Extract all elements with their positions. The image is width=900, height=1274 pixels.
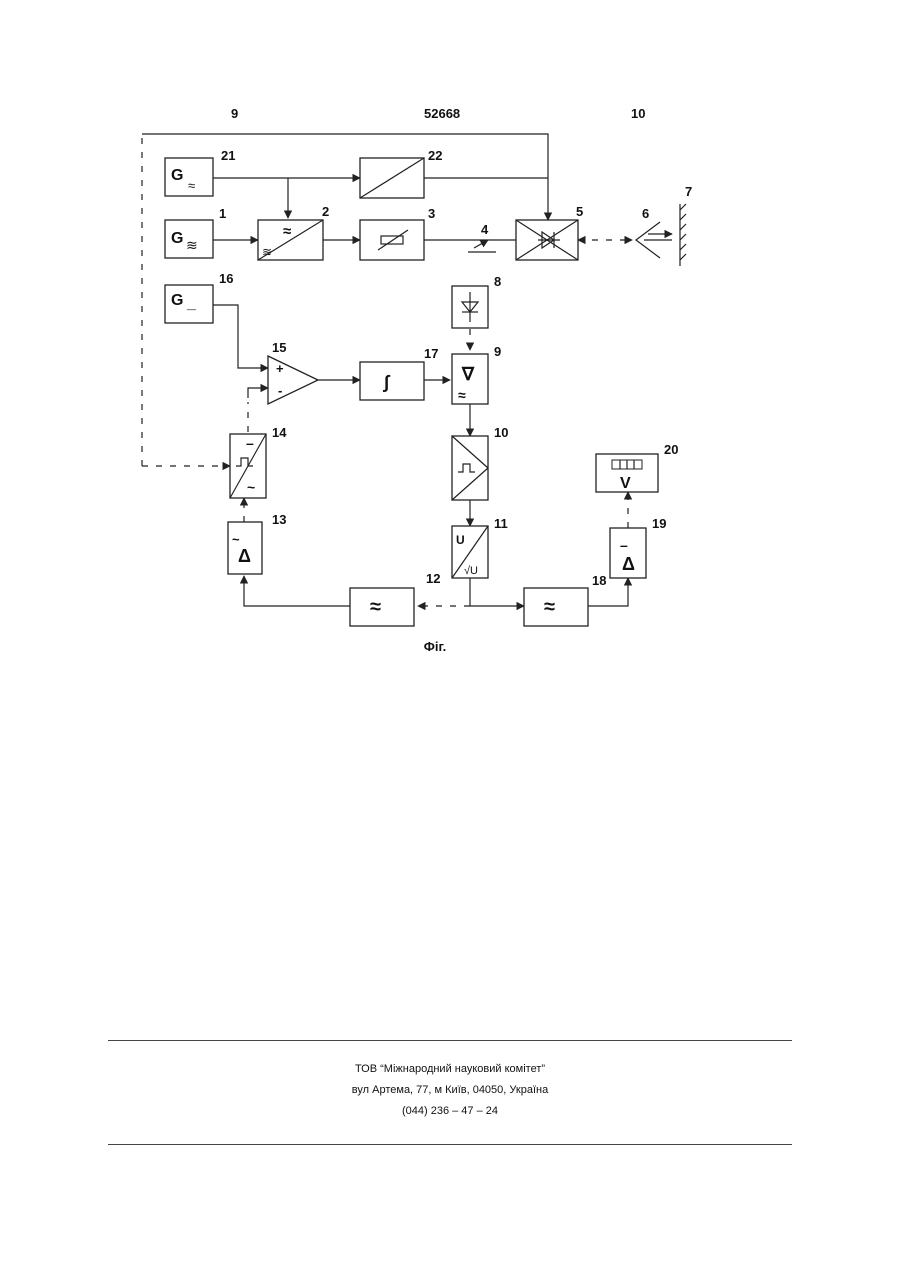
block-13-symbol-delta: Δ: [238, 546, 251, 566]
label-5: 5: [576, 204, 583, 219]
block-1-generator: G ≋: [165, 220, 213, 258]
block-14-symbol-dash: –: [246, 435, 254, 451]
label-8: 8: [494, 274, 501, 289]
figure-caption: Фіг.: [0, 639, 870, 654]
block-16-symbol-g: G: [171, 292, 183, 309]
label-21: 21: [221, 148, 235, 163]
block-14-converter: – ~: [230, 434, 266, 498]
block-14-symbol-tilde: ~: [247, 479, 255, 495]
footer-phone: (044) 236 – 47 – 24: [0, 1105, 900, 1117]
label-20: 20: [664, 442, 678, 457]
label-12: 12: [426, 571, 440, 586]
block-13-detector: ~ Δ: [228, 522, 262, 574]
block-8-diode: [452, 286, 488, 328]
line-12-to-13: [244, 576, 350, 606]
label-18: 18: [592, 573, 606, 588]
block-20-symbol: V: [620, 475, 631, 492]
label-7: 7: [685, 184, 692, 199]
footer-rule-top: [108, 1040, 792, 1041]
label-16: 16: [219, 271, 233, 286]
block-6-antenna: [636, 222, 672, 258]
block-10-pulse-shaper: [452, 436, 488, 500]
block-3-attenuator: [360, 220, 424, 260]
block-15-symbol-plus: +: [276, 361, 284, 376]
block-13-symbol-tilde: ~: [232, 532, 240, 547]
label-17: 17: [424, 346, 438, 361]
block-9-symbol-top: ∇: [461, 364, 475, 384]
block-9-symbol-bottom: ≈: [458, 387, 466, 403]
block-17-integrator: ∫: [360, 362, 424, 400]
label-2: 2: [322, 204, 329, 219]
label-22: 22: [428, 148, 442, 163]
block-1-symbol-sub: ≋: [186, 237, 198, 253]
footer-rule-bottom: [108, 1144, 792, 1145]
footer-address: вул Артема, 77, м Київ, 04050, Україна: [0, 1084, 900, 1096]
block-2-symbol-top: ≈: [283, 223, 291, 240]
block-5-detector: [516, 220, 578, 260]
line-minus-input: [248, 388, 268, 398]
block-1-symbol-g: G: [171, 230, 183, 247]
block-16-symbol-sub: _: [186, 295, 197, 312]
block-15-comparator: + -: [268, 356, 318, 404]
block-15-symbol-minus: -: [278, 383, 282, 398]
block-11-sqrt: U √U: [452, 526, 488, 578]
block-22-ramp: [360, 158, 424, 198]
block-9-gradient: ∇ ≈: [452, 354, 488, 404]
block-19-detector: – Δ: [610, 528, 646, 578]
label-15: 15: [272, 340, 286, 355]
label-19: 19: [652, 516, 666, 531]
block-4-coupler: [468, 240, 496, 252]
block-21-symbol-g: G: [171, 167, 183, 184]
label-10: 10: [494, 425, 508, 440]
block-16-generator: G _: [165, 285, 213, 323]
label-4: 4: [481, 222, 489, 237]
block-19-symbol-dash: –: [620, 537, 628, 553]
block-21-symbol-sub: ≈: [188, 178, 195, 193]
block-diagram: G ≈ G ≋ G _ ≈ ≋: [0, 0, 900, 700]
label-13: 13: [272, 512, 286, 527]
label-1: 1: [219, 206, 226, 221]
block-19-symbol-delta: Δ: [622, 554, 635, 574]
label-6: 6: [642, 206, 649, 221]
block-21-generator: G ≈: [165, 158, 213, 196]
block-2-mixer: ≈ ≋: [258, 220, 323, 260]
block-20-voltmeter: V: [596, 454, 658, 492]
block-18-filter: ≈: [524, 588, 588, 626]
label-11: 11: [494, 516, 508, 531]
label-3: 3: [428, 206, 435, 221]
block-2-symbol-bottom: ≋: [262, 245, 272, 259]
footer-organization: ТОВ “Міжнародний науковий комітет”: [0, 1063, 900, 1075]
label-9: 9: [494, 344, 501, 359]
label-14: 14: [272, 425, 287, 440]
block-7-reflector: [680, 204, 686, 266]
block-11-symbol-sqrt: √U: [464, 565, 478, 577]
block-18-symbol: ≈: [544, 596, 555, 618]
block-12-symbol: ≈: [370, 596, 381, 618]
line-16-to-15: [213, 305, 268, 368]
block-12-filter: ≈: [350, 588, 414, 626]
block-11-symbol-u: U: [456, 533, 465, 547]
